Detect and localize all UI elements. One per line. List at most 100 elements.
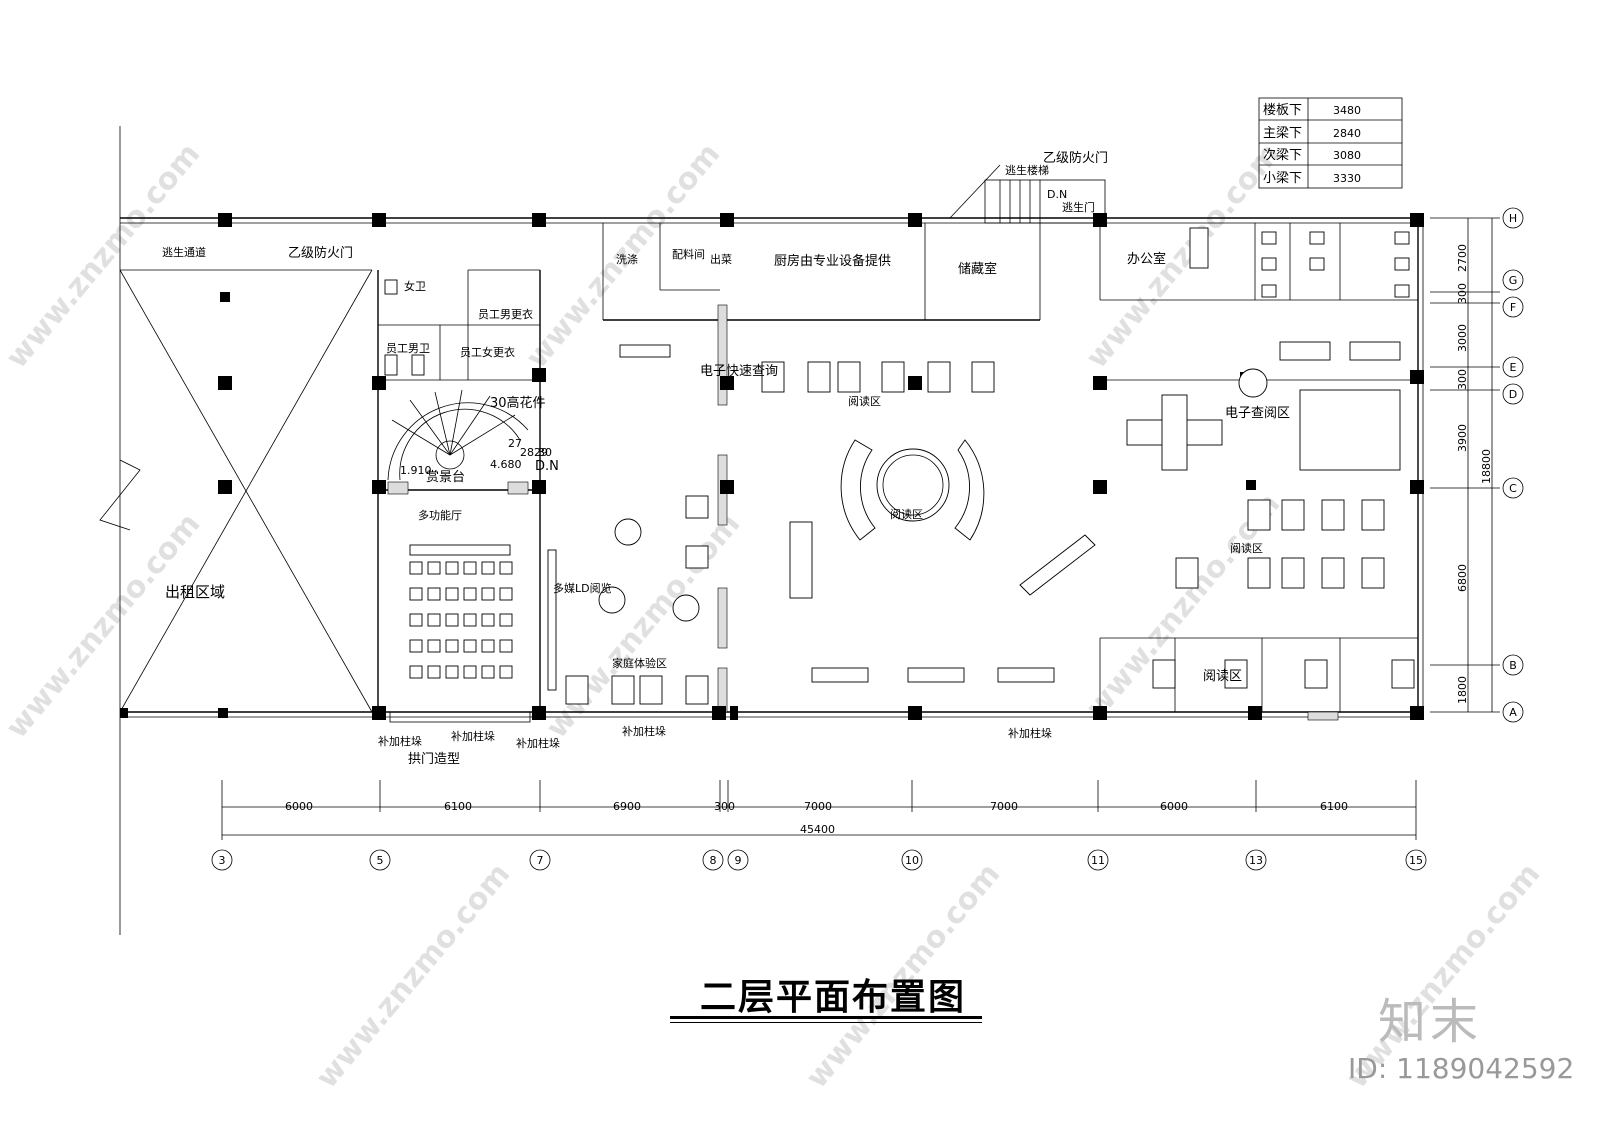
reading-area-label: 阅读区 [848, 394, 881, 408]
stair-number: 30 [538, 446, 552, 459]
dn-label: D.N [1047, 188, 1067, 201]
axis-label: D [1509, 388, 1517, 401]
height-value: 3080 [1333, 149, 1361, 162]
height-table: 楼板下 3480 主梁下 2840 次梁下 3080 小梁下 3330 [1258, 97, 1403, 189]
fire-door-label: 乙级防火门 [288, 245, 353, 261]
female-wc-label: 女卫 [404, 279, 426, 293]
reading-area-label: 阅读区 [1203, 669, 1242, 684]
planter-label: 30高花件 [490, 395, 546, 411]
serve-label: 出菜 [710, 252, 732, 266]
axis-label: A [1509, 706, 1517, 719]
watermark-layer: www.znzmo.com www.znzmo.com www.znzmo.co… [0, 137, 1547, 1095]
dimension-value: 300 [1456, 283, 1469, 304]
female-changing-label: 员工女更衣 [460, 345, 515, 359]
axis-label: 11 [1091, 854, 1105, 867]
elevation-label: 4.680 [490, 458, 522, 471]
escape-passage-label: 逃生通道 [162, 245, 206, 259]
elevation-label: 1.910 [400, 464, 432, 477]
arch-label: 拱门造型 [408, 752, 460, 767]
male-wc-label: 员工男卫 [386, 342, 430, 355]
height-label: 楼板下 [1263, 103, 1302, 118]
reading-area-label: 阅读区 [890, 507, 923, 521]
stair-number: 27 [508, 437, 522, 450]
structural-columns [120, 213, 1424, 720]
axis-label: B [1509, 659, 1517, 672]
title-underline [670, 1022, 982, 1023]
dimension-value: 6000 [1160, 800, 1188, 813]
dimension-total: 45400 [800, 823, 835, 836]
escape-stair-label: 逃生楼梯 [1005, 163, 1049, 177]
dimension-value: 3000 [1456, 324, 1469, 352]
dimension-value: 300 [714, 800, 735, 813]
dimension-value: 300 [1456, 369, 1469, 390]
dimension-right: 2700 300 3000 300 3900 6800 1800 18800 [1430, 217, 1500, 713]
watermark-text: www.znzmo.com [309, 857, 517, 1095]
furniture [384, 227, 1415, 705]
escape-door-label: 逃生门 [1062, 200, 1095, 214]
extra-column-label: 补加柱垛 [451, 729, 495, 743]
height-label: 小梁下 [1263, 171, 1302, 186]
kitchen-label: 厨房由专业设备提供 [774, 253, 891, 269]
height-value: 3480 [1333, 104, 1361, 117]
dimension-bottom: 6000 6100 6900 300 7000 7000 6000 6100 4… [221, 780, 1417, 840]
dimension-value: 6000 [285, 800, 313, 813]
dimension-value: 2700 [1456, 244, 1469, 272]
dimension-value: 6900 [613, 800, 641, 813]
extra-column-label: 补加柱垛 [378, 734, 422, 748]
dimension-value: 6100 [444, 800, 472, 813]
axis-label: G [1509, 274, 1518, 287]
dimension-total: 18800 [1480, 449, 1493, 484]
drawing-title: 二层平面布置图 [700, 977, 967, 1018]
height-value: 3330 [1333, 172, 1361, 185]
outer-walls [99, 126, 1424, 935]
axis-label: 7 [537, 854, 544, 867]
stair-number: 2829 [520, 446, 548, 459]
e-reading-label: 电子查阅区 [1225, 406, 1290, 421]
height-value: 2840 [1333, 127, 1361, 140]
fire-door-label: 乙级防火门 [1043, 150, 1108, 166]
experience-zone-label: 家庭体验区 [612, 656, 667, 670]
height-label: 次梁下 [1263, 147, 1302, 163]
rental-area-label: 出租区域 [165, 583, 225, 601]
viewing-deck-label: 赏景台 [426, 470, 465, 485]
room-labels: 逃生通道 乙级防火门 乙级防火门 逃生楼梯 D.N 逃生门 女卫 员工男卫 员工… [162, 150, 1290, 767]
watermark-logo: 知末 [1378, 994, 1483, 1050]
dimension-value: 7000 [990, 800, 1018, 813]
ingredients-label: 配料间 [672, 247, 705, 261]
axis-label: E [1510, 361, 1517, 374]
axis-label: 13 [1249, 854, 1263, 867]
office-label: 办公室 [1127, 251, 1166, 267]
dimension-value: 3900 [1456, 424, 1469, 452]
storage-label: 储藏室 [958, 261, 997, 277]
axis-label: C [1509, 482, 1517, 495]
watermark-text: www.znzmo.com [1079, 137, 1287, 375]
axis-label: 3 [219, 854, 226, 867]
axis-label: 5 [377, 854, 384, 867]
axis-label: 9 [735, 854, 742, 867]
e-query-label: 电子快速查询 [700, 364, 778, 379]
dimension-value: 6100 [1320, 800, 1348, 813]
watermark-text: www.znzmo.com [0, 507, 207, 745]
ld-reading-label: 多媒LD阅览 [553, 581, 612, 595]
axis-label: 10 [905, 854, 919, 867]
multi-hall-label: 多功能厅 [418, 508, 462, 522]
dimension-value: 7000 [804, 800, 832, 813]
dn-label: D.N [535, 459, 559, 474]
axis-bubbles-bottom: 3 5 7 8 9 10 11 13 15 [211, 849, 1427, 871]
male-changing-label: 员工男更衣 [478, 307, 533, 321]
dimension-value: 6800 [1456, 564, 1469, 592]
dimension-value: 1800 [1456, 676, 1469, 704]
image-id: ID: 1189042592 [1348, 1052, 1575, 1085]
spiral-stair [387, 389, 529, 481]
wash-label: 洗涤 [616, 252, 638, 266]
title-underline [670, 1016, 982, 1019]
axis-label: 8 [710, 854, 717, 867]
extra-column-label: 补加柱垛 [516, 736, 560, 750]
height-label: 主梁下 [1263, 126, 1302, 141]
extra-column-label: 补加柱垛 [622, 724, 666, 738]
axis-label: H [1509, 212, 1517, 225]
axis-bubbles-right: H G F E D C B A [1502, 207, 1524, 723]
axis-label: 15 [1409, 854, 1423, 867]
reading-area-label: 阅读区 [1230, 541, 1263, 555]
